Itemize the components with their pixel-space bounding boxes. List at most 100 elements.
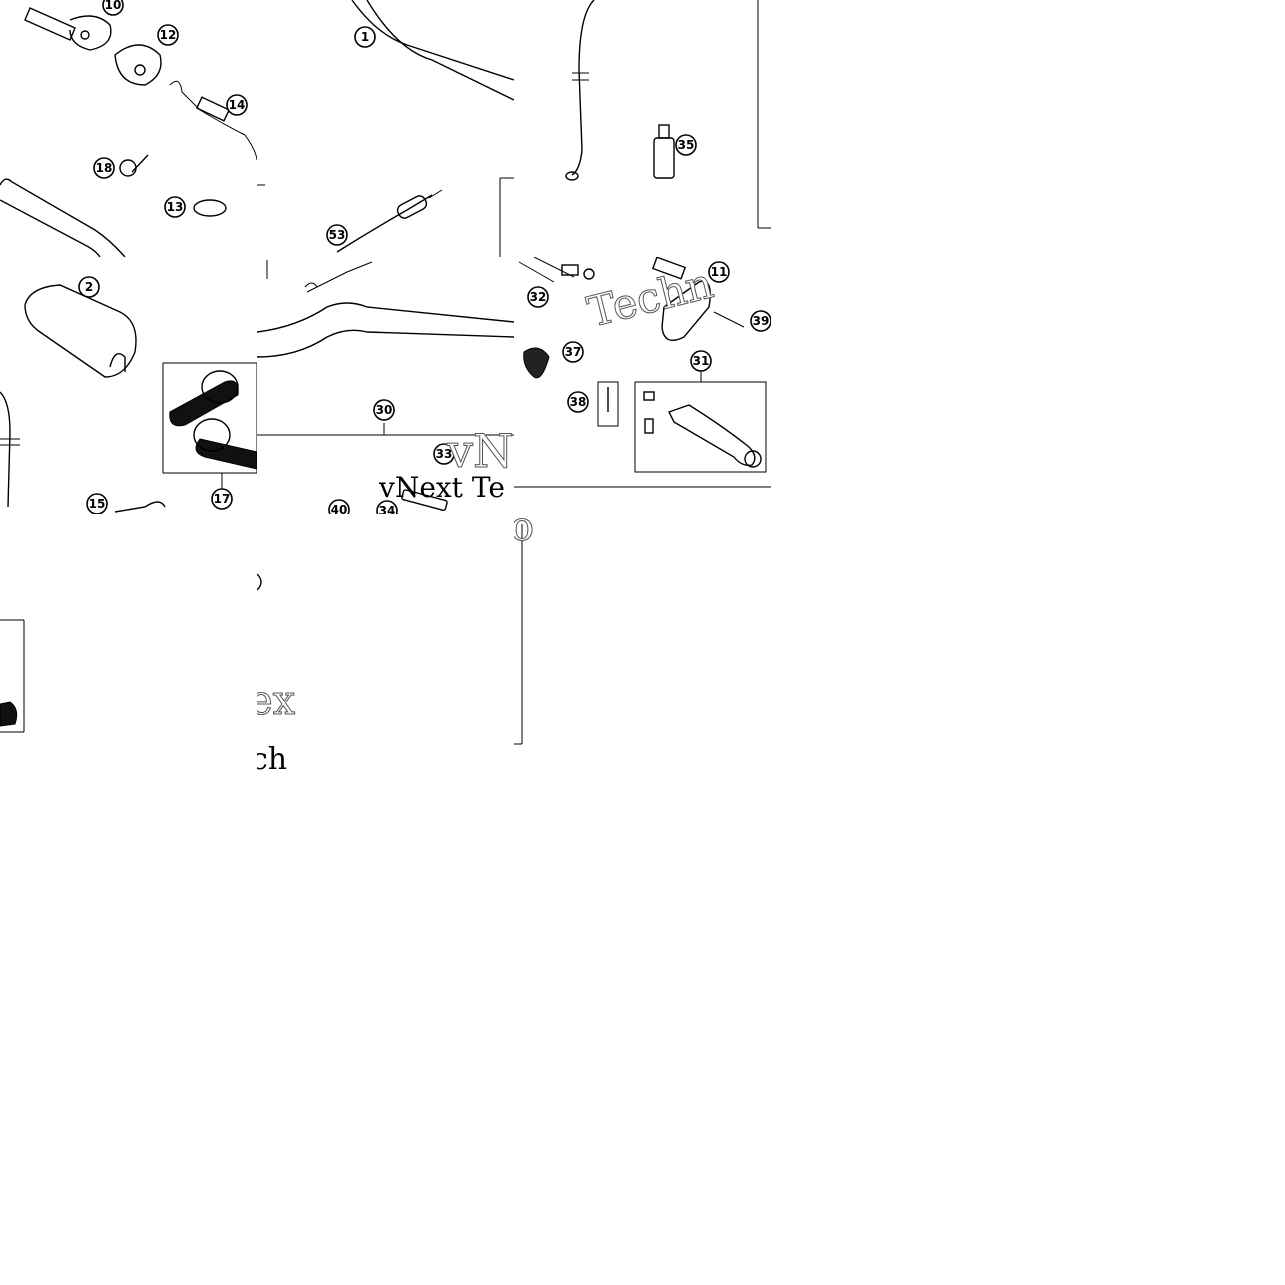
svg-text:18: 18 bbox=[96, 161, 113, 175]
svg-text:10: 10 bbox=[105, 0, 122, 12]
svg-text:40: 40 bbox=[331, 503, 348, 514]
svg-text:13: 13 bbox=[167, 200, 184, 214]
callout-13: 13 bbox=[164, 196, 186, 218]
svg-text:32: 32 bbox=[530, 290, 547, 304]
fragment-curve-icon bbox=[257, 573, 262, 591]
pin-icon bbox=[713, 311, 745, 328]
callout-10: 10 bbox=[102, 0, 124, 16]
handguard-drawing: 2 17 15 bbox=[0, 276, 257, 514]
callout-30: 30 bbox=[373, 399, 395, 421]
tile-watermark-fragment: ex ch bbox=[257, 514, 514, 771]
callout-34: 34 bbox=[376, 500, 398, 514]
throttle-cable-icon bbox=[0, 391, 11, 508]
grip-icon bbox=[169, 370, 257, 470]
kill-switch-icon bbox=[396, 195, 428, 219]
callout-11: 11 bbox=[708, 261, 730, 283]
screw-icon bbox=[80, 30, 90, 40]
watermark-fragment-techn: Techn bbox=[583, 258, 718, 336]
kill-switch-tip-icon bbox=[428, 189, 443, 199]
tile-throttle: 10 12 14 18 13 bbox=[0, 0, 257, 257]
svg-text:39: 39 bbox=[753, 314, 770, 328]
handlebar-icon bbox=[351, 0, 514, 81]
tile-frame-strip: o bbox=[514, 514, 554, 754]
bottle-cap-icon bbox=[658, 124, 670, 139]
watermark-fragment-ex: ex bbox=[257, 678, 296, 724]
svg-text:14: 14 bbox=[229, 98, 246, 112]
handlebar-lower-edge-icon bbox=[366, 0, 514, 101]
svg-text:31: 31 bbox=[693, 354, 710, 368]
callout-18: 18 bbox=[93, 157, 115, 179]
clutch-part-icon bbox=[401, 489, 448, 512]
callout-35: 35 bbox=[675, 134, 697, 156]
handlebar-front-icon bbox=[257, 302, 514, 333]
callout-2: 2 bbox=[78, 276, 100, 298]
exploded-line-icon bbox=[518, 257, 575, 283]
o-ring-icon bbox=[193, 199, 227, 217]
cable-tie-tail-icon bbox=[131, 154, 149, 173]
cable-tie-icon bbox=[119, 159, 137, 177]
frame-strip-drawing: o bbox=[514, 514, 535, 745]
boot-icon bbox=[523, 347, 550, 379]
lever-ball-icon bbox=[744, 450, 762, 468]
wire-icon bbox=[304, 261, 373, 293]
handlebar-end-icon bbox=[0, 178, 126, 257]
tile-clutch-assembly: 30 33 40 34 vNext Te vN bbox=[257, 257, 514, 514]
master-cylinder-icon bbox=[661, 280, 711, 341]
grips-box bbox=[162, 362, 257, 474]
svg-text:15: 15 bbox=[89, 497, 106, 511]
tile-brake-line: 35 bbox=[514, 0, 771, 257]
switch-cable-icon bbox=[169, 80, 257, 161]
callout-37: 37 bbox=[562, 341, 584, 363]
brake-hose-icon bbox=[571, 0, 595, 176]
switch-connector-icon bbox=[195, 96, 231, 122]
callout-1: 1 bbox=[354, 26, 376, 48]
callout-39: 39 bbox=[750, 310, 771, 332]
callout-53: 53 bbox=[326, 224, 348, 246]
tile-grip-fragment bbox=[0, 514, 257, 771]
handlebar-drawing: 1 53 bbox=[257, 0, 514, 257]
banjo-icon bbox=[565, 171, 579, 181]
handlebar-edge-icon bbox=[0, 199, 101, 257]
kill-switch-cable-icon bbox=[336, 194, 433, 253]
svg-text:30: 30 bbox=[376, 403, 393, 417]
callout-12: 12 bbox=[157, 24, 179, 46]
callout-32: 32 bbox=[527, 286, 549, 308]
brake-lever-drawing: Techn 32 11 39 37 38 31 bbox=[514, 257, 771, 488]
watermark-fragment: vN bbox=[446, 424, 513, 478]
washer-icon bbox=[561, 264, 579, 276]
tile-brake-lever: Techn 32 11 39 37 38 31 bbox=[514, 257, 771, 514]
svg-text:37: 37 bbox=[565, 345, 582, 359]
throttle-drawing: 10 12 14 18 13 bbox=[0, 0, 257, 257]
spring-icon bbox=[644, 418, 654, 434]
grip-fragment-drawing bbox=[0, 619, 25, 733]
svg-text:12: 12 bbox=[160, 28, 177, 42]
svg-text:1: 1 bbox=[361, 30, 369, 44]
tile-handlebar: 1 53 bbox=[257, 0, 514, 257]
hand-guard-notch-icon bbox=[109, 353, 126, 372]
watermark-fragment-ch: ch bbox=[257, 742, 287, 771]
adjuster-icon bbox=[643, 391, 655, 401]
callout-33: 33 bbox=[433, 443, 455, 465]
watermark-text: vNext Te bbox=[378, 471, 505, 504]
svg-text:38: 38 bbox=[570, 395, 587, 409]
svg-text:33: 33 bbox=[436, 447, 453, 461]
tile-handguard: 2 17 15 bbox=[0, 257, 257, 514]
callout-38: 38 bbox=[567, 391, 589, 413]
svg-text:2: 2 bbox=[85, 280, 93, 294]
svg-text:34: 34 bbox=[379, 504, 396, 514]
callout-31: 31 bbox=[690, 350, 712, 372]
cover-hole-icon bbox=[134, 64, 146, 76]
reservoir-cap-icon bbox=[651, 257, 687, 280]
callout-14: 14 bbox=[226, 94, 248, 116]
brake-fluid-bottle-icon bbox=[653, 137, 675, 179]
callout-17: 17 bbox=[211, 488, 233, 510]
callout-40: 40 bbox=[328, 499, 350, 514]
watermark-fragment-drawing: ex ch bbox=[257, 573, 296, 771]
svg-text:17: 17 bbox=[214, 492, 231, 506]
throttle-housing-icon bbox=[69, 15, 112, 51]
handlebar-front-edge-icon bbox=[257, 329, 514, 358]
brake-line-drawing: 35 bbox=[565, 0, 771, 229]
hand-guard-icon bbox=[24, 284, 137, 378]
callout-15: 15 bbox=[86, 493, 108, 514]
